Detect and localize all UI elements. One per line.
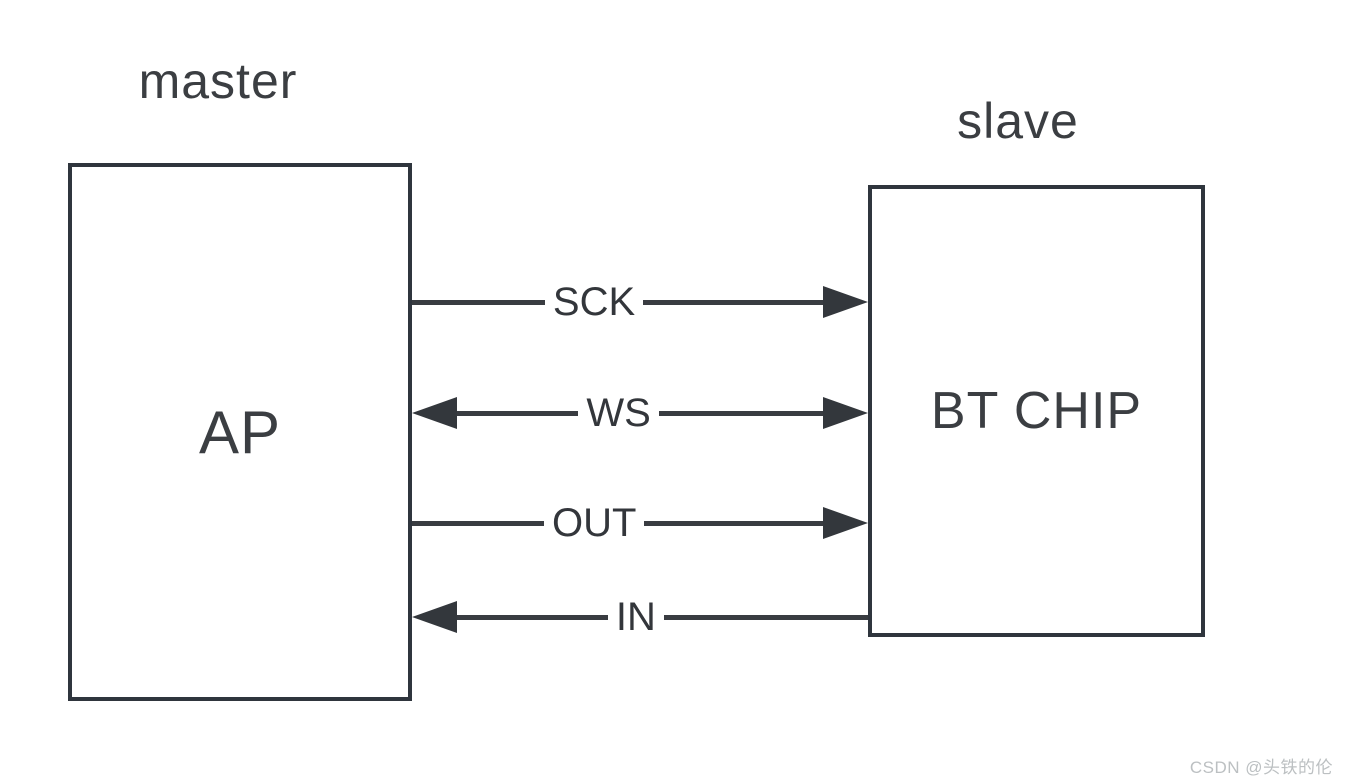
slave-box: BT CHIP	[868, 185, 1205, 637]
arrowhead-left-icon	[412, 397, 457, 429]
signal-line	[457, 614, 608, 620]
csdn-watermark: CSDN @头铁的伦	[1189, 758, 1333, 777]
arrowhead-right-icon	[823, 286, 868, 318]
slave-box-label: BT CHIP	[930, 382, 1143, 440]
signal-label-ws: WS	[586, 390, 651, 435]
arrowhead-right-icon	[823, 397, 868, 429]
signal-line	[412, 520, 544, 526]
master-box-label: AP	[198, 398, 282, 466]
signal-line	[412, 299, 545, 305]
slave-title: slave	[957, 93, 1079, 149]
master-box: AP	[68, 163, 412, 701]
signal-line	[457, 410, 579, 416]
signal-row-sck: SCK	[412, 272, 868, 332]
signal-line	[663, 614, 868, 620]
master-title: master	[138, 53, 298, 109]
arrowhead-left-icon	[412, 601, 457, 633]
signal-line	[644, 520, 823, 526]
signal-line	[658, 410, 823, 416]
signal-label-sck: SCK	[552, 279, 636, 324]
signal-label-out: OUT	[551, 500, 637, 545]
signal-row-ws: WS	[412, 383, 868, 443]
signal-row-in: IN	[412, 587, 868, 647]
arrowhead-right-icon	[823, 507, 868, 539]
signal-label-in: IN	[615, 594, 656, 639]
signal-line	[643, 299, 823, 305]
signal-row-out: OUT	[412, 493, 868, 553]
